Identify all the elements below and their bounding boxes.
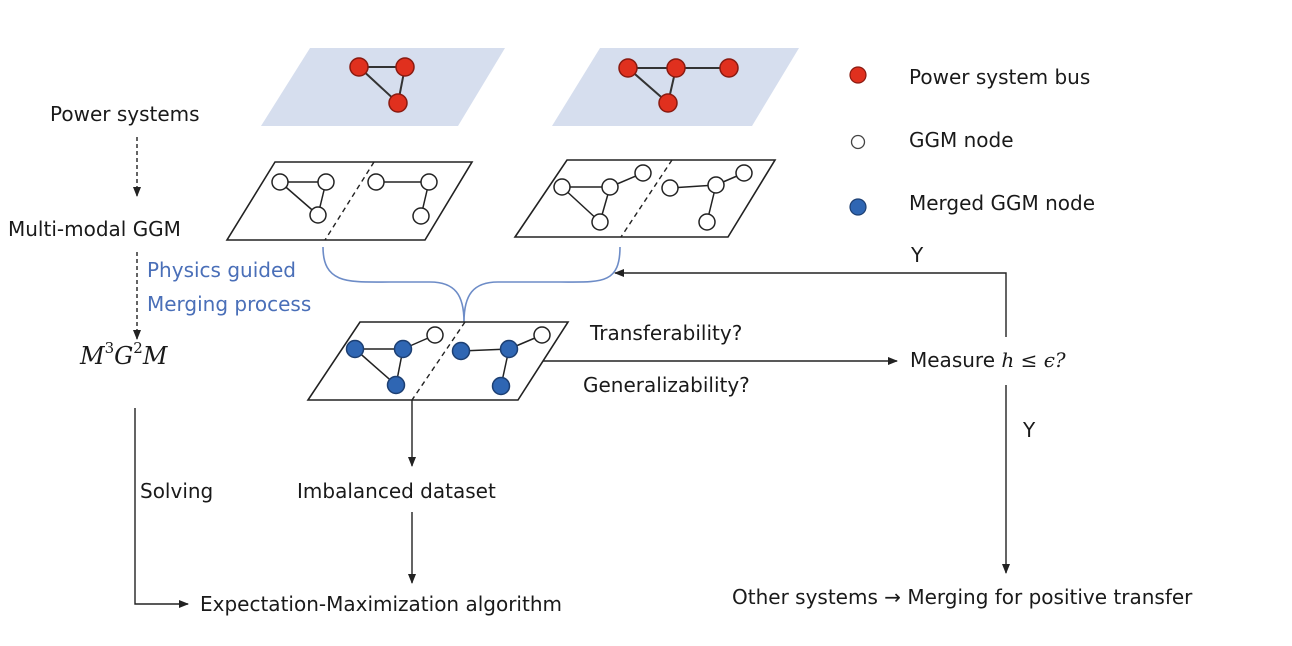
multimodal-ggm-label: Multi-modal GGM bbox=[8, 217, 181, 241]
ggm-node bbox=[533, 326, 551, 344]
merged-node bbox=[393, 339, 413, 359]
ggm-node bbox=[271, 173, 289, 191]
merging-brace bbox=[322, 246, 621, 323]
merged-nodes bbox=[345, 339, 519, 396]
ggm-node bbox=[367, 173, 385, 191]
legend-merged-label: Merged GGM node bbox=[909, 191, 1096, 215]
merged-node bbox=[451, 341, 471, 361]
generalizability-label: Generalizability? bbox=[583, 373, 750, 397]
unmerged-nodes bbox=[426, 326, 551, 344]
ggm-node bbox=[707, 176, 725, 194]
legend-ggm-icon bbox=[850, 134, 866, 150]
merged-node bbox=[345, 339, 365, 359]
ggm-node bbox=[553, 178, 571, 196]
ggm-nodes bbox=[271, 164, 753, 231]
bus-node bbox=[388, 93, 408, 113]
legend-merged-icon bbox=[849, 198, 867, 216]
model-m-2: M bbox=[142, 342, 168, 370]
yes-label-feedback: Y bbox=[911, 243, 924, 267]
yes-label-down: Y bbox=[1023, 418, 1036, 442]
transferability-label: Transferability? bbox=[590, 321, 743, 345]
ggm-node bbox=[601, 178, 619, 196]
bus-node bbox=[618, 58, 638, 78]
other-systems-label: Other systems → Merging for positive tra… bbox=[732, 585, 1193, 609]
merged-node bbox=[386, 375, 406, 395]
ggm-node bbox=[661, 179, 679, 197]
bus-node bbox=[395, 57, 415, 77]
power-system-plane-1 bbox=[261, 48, 505, 126]
ggm-node bbox=[634, 164, 652, 182]
model-name-m3g2m: M3G2M bbox=[80, 341, 168, 370]
ggm-node bbox=[309, 206, 327, 224]
bus-node bbox=[719, 58, 739, 78]
bus-node bbox=[658, 93, 678, 113]
power-systems-label: Power systems bbox=[50, 102, 200, 126]
ggm-node bbox=[420, 173, 438, 191]
ggm-node bbox=[426, 326, 444, 344]
measure-label: Measure h ≤ ϵ? bbox=[910, 350, 1066, 370]
measure-condition: h ≤ ϵ? bbox=[1001, 348, 1066, 372]
bus-node bbox=[666, 58, 686, 78]
model-exp-3: 3 bbox=[104, 339, 115, 357]
feedback-arrow-yes bbox=[614, 269, 1007, 337]
ggm-plane-1-divider bbox=[324, 161, 375, 241]
ggm-node bbox=[735, 164, 753, 182]
bus-node bbox=[349, 57, 369, 77]
measure-prefix: Measure bbox=[910, 348, 1002, 372]
ggm-node bbox=[698, 213, 716, 231]
model-g: G bbox=[114, 342, 134, 370]
ggm-plane-2-divider bbox=[620, 159, 673, 238]
merging-label-line1: Physics guided bbox=[147, 258, 296, 282]
legend-bus-label: Power system bus bbox=[909, 65, 1091, 89]
legend-bus-icon bbox=[849, 66, 867, 84]
model-exp-2: 2 bbox=[133, 339, 143, 357]
ggm-node bbox=[317, 173, 335, 191]
merged-node bbox=[499, 339, 519, 359]
imbalanced-dataset-label: Imbalanced dataset bbox=[297, 479, 496, 503]
solving-arrow bbox=[134, 408, 189, 608]
legend-ggm-label: GGM node bbox=[909, 128, 1014, 152]
ggm-node bbox=[412, 207, 430, 225]
model-m: M bbox=[80, 342, 105, 370]
ggm-node bbox=[591, 213, 609, 231]
em-algorithm-label: Expectation-Maximization algorithm bbox=[200, 592, 562, 616]
merged-plane-divider bbox=[411, 321, 466, 401]
merging-label-line2: Merging process bbox=[147, 292, 312, 316]
merged-node bbox=[491, 376, 511, 396]
bus-nodes bbox=[349, 57, 739, 113]
solving-label: Solving bbox=[140, 479, 214, 503]
